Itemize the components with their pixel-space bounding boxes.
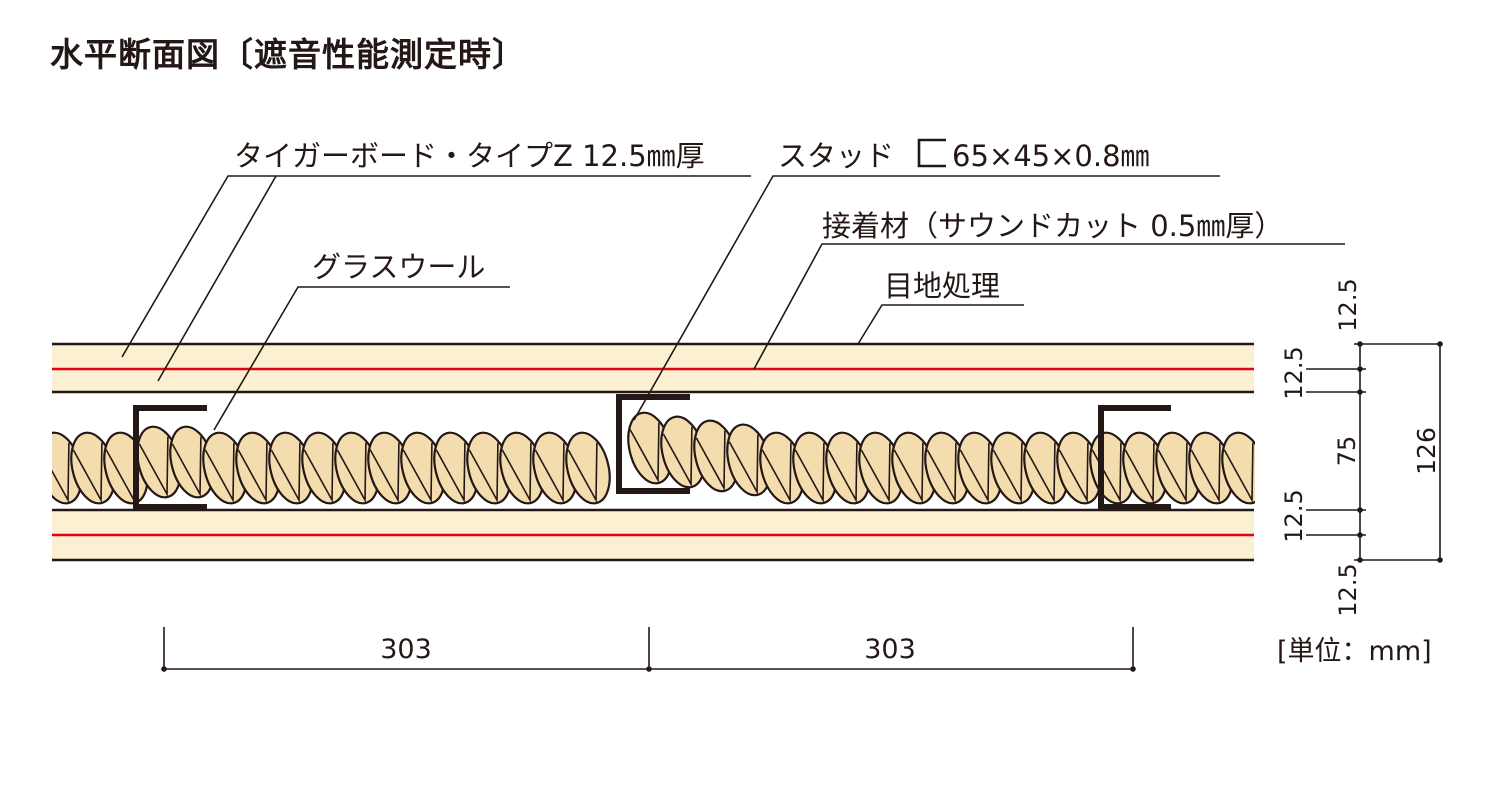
dim-top-inner: 12.5 (1280, 346, 1308, 399)
dim-dot-right (1130, 666, 1136, 672)
dim-dot-total-bottom (1437, 557, 1443, 563)
leader-joint (857, 304, 1024, 345)
dim-spacing-left: 303 (380, 634, 432, 665)
dim-dot-560 (1357, 557, 1363, 563)
glass-wool-roll (268, 431, 314, 505)
unit-label: [単位：mm] (1277, 636, 1432, 667)
leader-adhesive (753, 243, 1345, 370)
label-glasswool: グラスウール (312, 250, 485, 284)
c-channel-icon (917, 138, 946, 168)
glass-wool-roll (466, 431, 512, 505)
label-stud-dims: 65×45×0.8㎜ (952, 139, 1150, 173)
dim-bottom-outer: 12.5 (1334, 563, 1362, 616)
glass-wool-roll (1155, 431, 1201, 505)
bottom-board-layer (52, 508, 1254, 562)
dim-total: 126 (1412, 427, 1441, 475)
glass-wool-roll (660, 415, 706, 489)
glass-wool-roll (726, 423, 772, 497)
glass-wool-roll (693, 419, 739, 493)
dim-cavity: 75 (1333, 436, 1361, 467)
label-board: タイガーボード・タイプZ 12.5㎜厚 (234, 139, 705, 173)
glass-wool-roll (1188, 431, 1234, 505)
top-board-outer (52, 344, 1254, 368)
dim-dot-344 (1357, 341, 1363, 347)
glass-wool-roll (1221, 431, 1255, 505)
bottom-board-inner (52, 510, 1254, 534)
glass-wool-roll (627, 411, 673, 485)
leader-lines (121, 175, 1345, 431)
glass-wool-roll (169, 425, 215, 499)
page-title: 水平断面図〔遮音性能測定時〕 (50, 35, 526, 74)
glass-wool-roll (532, 431, 578, 505)
dim-dot-510 (1357, 507, 1363, 513)
dim-dot-center (646, 666, 652, 672)
leader-board-outer (121, 175, 751, 358)
label-joint: 目地処理 (884, 269, 1000, 303)
top-board-layer (52, 342, 1254, 394)
dim-dot-left (161, 666, 167, 672)
glass-wool-roll (565, 431, 611, 505)
dim-dot-369 (1357, 366, 1363, 372)
bottom-board-outer (52, 536, 1254, 560)
label-adhesive: 接着材（サウンドカット 0.5㎜厚） (822, 209, 1283, 243)
glass-wool-roll (301, 431, 347, 505)
spacing-dimension: 303 303 (161, 627, 1136, 672)
glass-wool-roll (858, 431, 904, 505)
leader-glasswool (213, 286, 510, 431)
dim-dot-392 (1357, 389, 1363, 395)
stud-right (1098, 405, 1171, 510)
dim-dot-535 (1357, 532, 1363, 538)
dim-dot-total-top (1437, 341, 1443, 347)
stud-left (133, 405, 207, 510)
stud-center (616, 394, 690, 494)
leader-stud (633, 175, 1220, 421)
dim-spacing-right: 303 (864, 634, 916, 665)
label-stud-prefix: スタッド (778, 139, 894, 173)
thickness-dimension: 12.5 12.5 75 12.5 12.5 126 (1280, 278, 1443, 617)
top-board-inner (52, 370, 1254, 392)
dim-top-outer: 12.5 (1334, 278, 1362, 331)
leader-board-inner (157, 175, 277, 382)
glass-wool-roll (334, 431, 380, 505)
dim-bottom-inner: 12.5 (1280, 489, 1308, 542)
